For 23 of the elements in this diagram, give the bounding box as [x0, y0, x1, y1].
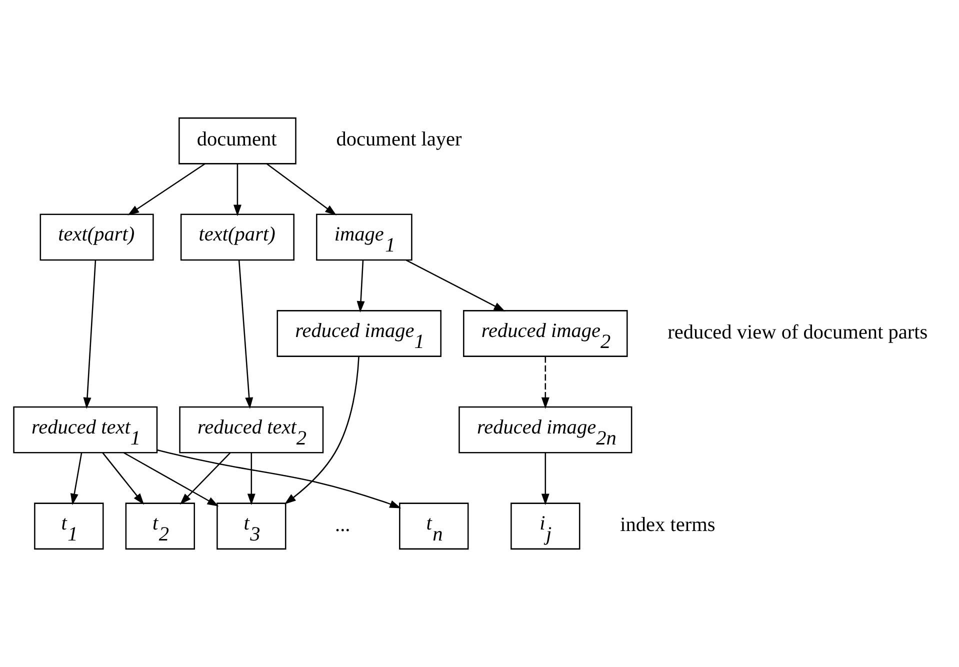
- label: reduced view of document parts: [668, 321, 928, 344]
- arrow: [70, 452, 82, 506]
- arrow: [233, 164, 242, 216]
- arrow: [356, 260, 365, 312]
- arrow: [406, 260, 506, 312]
- node-box: document: [178, 117, 296, 164]
- arrow: [83, 260, 96, 409]
- arrow: [157, 449, 402, 508]
- node-box: text(part): [180, 214, 294, 261]
- arrow: [284, 356, 360, 504]
- node-box: text(part): [40, 214, 154, 261]
- arrow: [238, 260, 254, 409]
- arrow: [124, 452, 219, 506]
- arrow: [128, 163, 206, 216]
- label: index terms: [620, 514, 716, 536]
- arrow: [541, 356, 550, 409]
- label: document layer: [336, 128, 462, 151]
- arrow: [102, 452, 144, 505]
- arrow: [266, 163, 336, 216]
- arrow: [247, 452, 256, 506]
- arrow: [180, 452, 231, 505]
- label: ...: [335, 514, 350, 536]
- arrow: [541, 452, 550, 506]
